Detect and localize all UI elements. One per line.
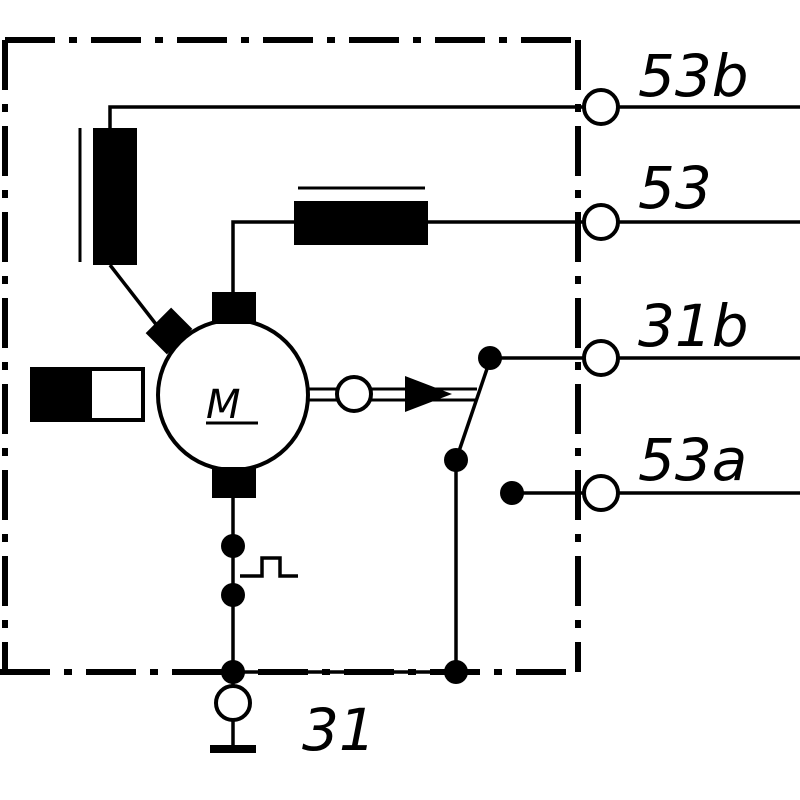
motor-label: M — [206, 382, 241, 428]
wire-53 — [231, 220, 294, 292]
label-31: 31 — [302, 696, 376, 764]
junction-dot — [221, 660, 245, 684]
motor: M — [145, 292, 310, 498]
brush-diagonal — [145, 307, 193, 355]
terminal-53 — [582, 203, 620, 241]
shunt-field-winding — [93, 128, 137, 265]
switch-pivot-dot — [444, 448, 468, 472]
junction-dot — [221, 534, 245, 558]
label-53: 53 — [638, 154, 712, 222]
magnet-block — [30, 367, 145, 422]
junction-dot — [221, 583, 245, 607]
cam-arrow — [405, 376, 452, 412]
label-53b: 53b — [638, 42, 749, 110]
terminal-53b — [582, 88, 620, 126]
junction-dot — [444, 660, 468, 684]
ground-symbol — [210, 745, 256, 753]
terminal-31 — [214, 684, 252, 722]
mechanical-coupling — [308, 375, 477, 413]
label-31b: 31b — [638, 292, 749, 360]
wire-ground-return — [233, 460, 458, 674]
terminals — [214, 88, 620, 722]
terminal-31b — [582, 339, 620, 377]
terminal-53a — [582, 474, 620, 512]
contact-31b-dot — [478, 346, 502, 370]
series-field-winding — [294, 201, 428, 245]
brush-top — [212, 292, 256, 324]
contact-53a-dot — [500, 481, 524, 505]
label-53a: 53a — [638, 426, 747, 494]
brush-bottom — [212, 467, 256, 498]
wire-53b — [108, 105, 585, 128]
coupling-joint — [335, 375, 373, 413]
thermal-switch — [240, 556, 298, 578]
junction-dots — [221, 346, 524, 684]
switch-blade — [454, 359, 492, 461]
wire-field-to-brush — [108, 263, 164, 334]
